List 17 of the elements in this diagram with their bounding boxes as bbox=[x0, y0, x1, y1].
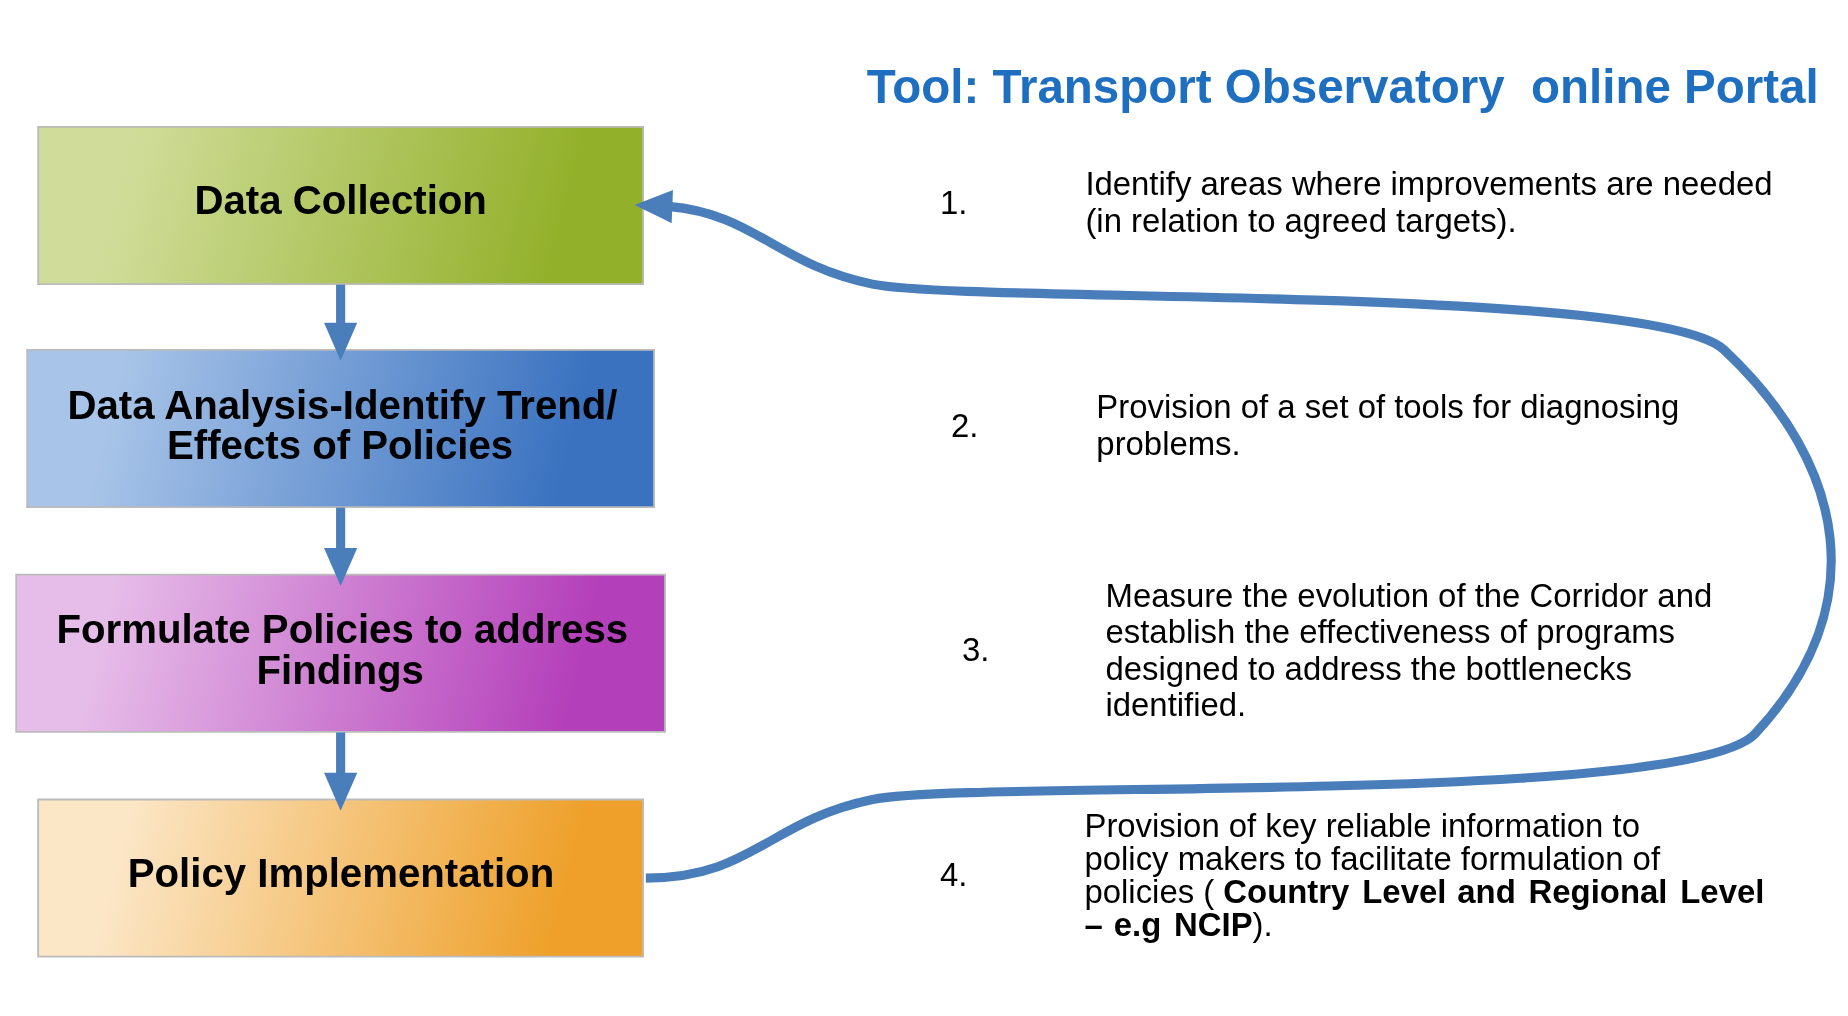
arrow bbox=[324, 507, 358, 586]
label: 2. bbox=[951, 406, 979, 444]
arrow bbox=[324, 732, 358, 811]
label: Measure the evolution of the Corridor and establish the effectiveness of programs designed to address the bottlenecks identified. bbox=[1105, 576, 1713, 724]
node-box: Data Analysis-Identify Trend/ Effects of Policies bbox=[26, 349, 655, 508]
diagram-title: Tool: Transport Observatory online Portal bbox=[866, 59, 1819, 113]
label: 1. bbox=[940, 183, 968, 221]
node-box: Data Collection bbox=[37, 126, 644, 286]
label: Provision of a set of tools for diagnosing problems. bbox=[1096, 388, 1680, 462]
label: 4. bbox=[940, 856, 968, 894]
arrow bbox=[324, 284, 358, 361]
label: Identify areas where improvements are needed (in relation to agreed targets). bbox=[1085, 165, 1773, 239]
node-box: Formulate Policies to address Findings bbox=[15, 573, 666, 733]
label: 3. bbox=[962, 631, 990, 669]
label: Provision of key reliable information to policy makers to facilitate formulation of policies (Country Level and Regional Level – e.g NCIP). bbox=[1084, 806, 1765, 943]
arrow bbox=[634, 190, 1835, 883]
node-box: Policy Implementation bbox=[37, 798, 644, 958]
